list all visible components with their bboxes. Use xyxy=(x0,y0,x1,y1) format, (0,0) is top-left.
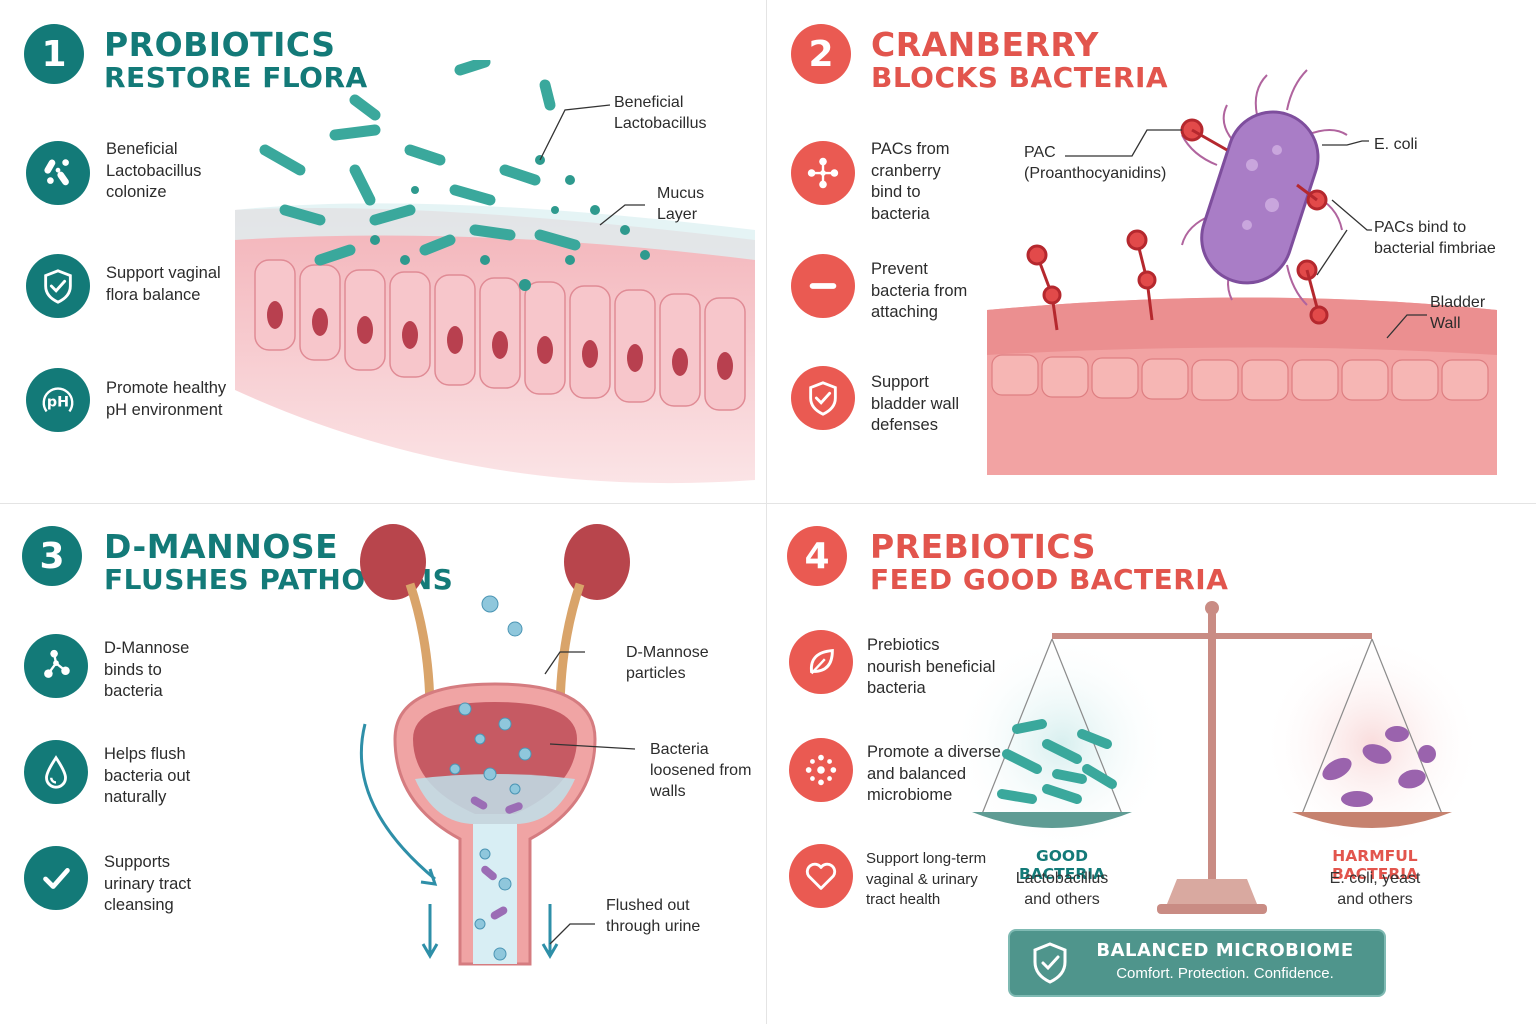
harmful-bacteria-subtitle: E. coli, yeast and others xyxy=(1329,870,1421,908)
title-line-2: RESTORE FLORA xyxy=(104,60,368,94)
panel-cranberry: 2 CRANBERRY BLOCKS BACTERIA xyxy=(767,0,1533,503)
panel-probiotics: 1 PROBIOTICS RESTORE FLORA xyxy=(0,0,766,503)
molecule-icon xyxy=(791,141,855,205)
benefit-text: D-Mannose binds to bacteria xyxy=(104,639,190,700)
benefit-text: Support vaginal flora balance xyxy=(106,264,221,304)
title-line-1: PROBIOTICS xyxy=(104,25,336,64)
urinary-tract-illustration xyxy=(359,524,635,966)
benefit-text: Prebiotics nourish beneficial bacteria xyxy=(867,636,996,697)
title-line-1: D-MANNOSE xyxy=(104,527,339,566)
leaf-icon xyxy=(789,630,853,694)
benefit-text: Beneficial Lactobacillus colonize xyxy=(106,140,202,201)
ph-icon-text: pH xyxy=(47,395,69,411)
label-e-coli: E. coli xyxy=(1374,136,1418,153)
panel-prebiotics: 4 PREBIOTICS FEED GOOD BACTERIA xyxy=(767,504,1533,1024)
benefit-text: Helps flush bacteria out naturally xyxy=(104,745,191,806)
label-mucus-layer: Mucus Layer xyxy=(657,185,705,223)
title-line-2: FEED GOOD BACTERIA xyxy=(870,562,1229,596)
banner-subtitle: Comfort. Protection. Confidence. xyxy=(1116,965,1334,982)
shield-check-icon xyxy=(1033,942,1067,984)
benefit-text: Promote a diverse and balanced microbiom… xyxy=(867,743,1001,804)
shield-check-icon xyxy=(26,254,90,318)
label-beneficial-lactobacillus: Beneficial Lactobacillus xyxy=(614,94,707,132)
benefit-text: Promote healthy pH environment xyxy=(106,379,227,419)
block-icon xyxy=(791,254,855,318)
panel-title: PROBIOTICS RESTORE FLORA xyxy=(104,25,368,94)
good-bacteria-subtitle: Lactobacillus and others xyxy=(1015,870,1109,908)
title-line-1: CRANBERRY xyxy=(871,25,1099,64)
droplet-icon xyxy=(24,740,88,804)
panel-number: 3 xyxy=(22,526,82,586)
benefit-text: Supports urinary tract cleansing xyxy=(104,853,192,914)
bacteria-icon xyxy=(26,141,90,205)
label-d-mannose-particles: D-Mannose particles xyxy=(626,644,709,682)
banner-title: BALANCED MICROBIOME xyxy=(1096,940,1354,961)
panel-title: CRANBERRY BLOCKS BACTERIA xyxy=(871,25,1169,94)
harmful-bacteria-title: HARMFUL BACTERIA xyxy=(1331,847,1419,883)
panel-d-mannose: 3 D-MANNOSE FLUSHES PATHOGENS xyxy=(0,504,766,1024)
benefit-text: Support bladder wall defenses xyxy=(871,373,960,434)
benefit-text: Support long-term vaginal & urinary trac… xyxy=(866,850,987,908)
balanced-microbiome-banner: BALANCED MICROBIOME Comfort. Protection.… xyxy=(1008,929,1386,997)
label-flushed-out: Flushed out through urine xyxy=(606,897,701,935)
vaginal-epithelium-illustration xyxy=(235,60,755,484)
ph-icon: pH xyxy=(26,368,90,432)
title-line-1: PREBIOTICS xyxy=(870,527,1097,566)
panel-number: 4 xyxy=(787,526,847,586)
balance-scale-illustration xyxy=(957,601,1477,914)
label-bacteria-loosened: Bacteria loosened from walls xyxy=(650,741,752,800)
title-line-2: BLOCKS BACTERIA xyxy=(871,60,1169,94)
molecule-icon xyxy=(24,634,88,698)
vertical-divider xyxy=(766,0,767,1024)
diversity-icon xyxy=(789,738,853,802)
bladder-wall-illustration xyxy=(987,69,1497,475)
horizontal-divider xyxy=(0,503,1536,504)
label-pac: PAC (Proanthocyanidins) xyxy=(1024,144,1167,182)
shield-check-icon xyxy=(791,366,855,430)
label-bladder-wall: Bladder Wall xyxy=(1430,294,1486,332)
panel-number: 1 xyxy=(24,24,84,84)
benefit-text: PACs from cranberry bind to bacteria xyxy=(871,140,950,223)
panel-number: 2 xyxy=(791,24,851,84)
panel-title: PREBIOTICS FEED GOOD BACTERIA xyxy=(870,527,1229,596)
benefit-text: Prevent bacteria from attaching xyxy=(871,260,968,321)
check-icon xyxy=(24,846,88,910)
good-bacteria-title: GOOD BACTERIA xyxy=(1018,847,1106,883)
heart-icon xyxy=(789,844,853,908)
label-pacs-bind-fimbriae: PACs bind to bacterial fimbriae xyxy=(1374,219,1496,257)
